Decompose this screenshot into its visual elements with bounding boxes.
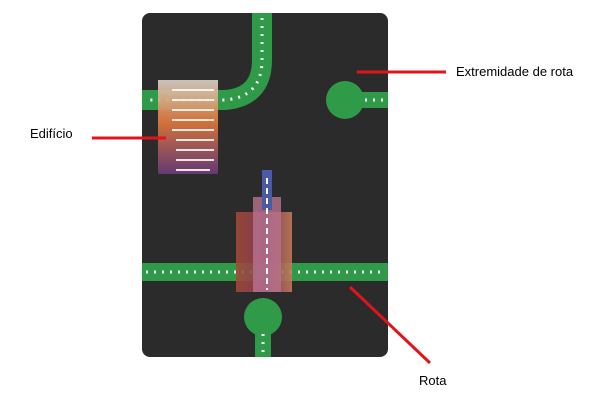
route-end-bottom-circle: [244, 298, 282, 336]
building-upper: [158, 80, 218, 174]
pointer-route: [348, 285, 432, 365]
route-end-circle: [326, 81, 364, 119]
building-tower: [236, 170, 292, 292]
label-route-end: Extremidade de rota: [456, 64, 574, 79]
label-building: Edifício: [30, 126, 73, 141]
label-route: Rota: [419, 373, 447, 388]
road-curve-dots: [146, 18, 264, 102]
